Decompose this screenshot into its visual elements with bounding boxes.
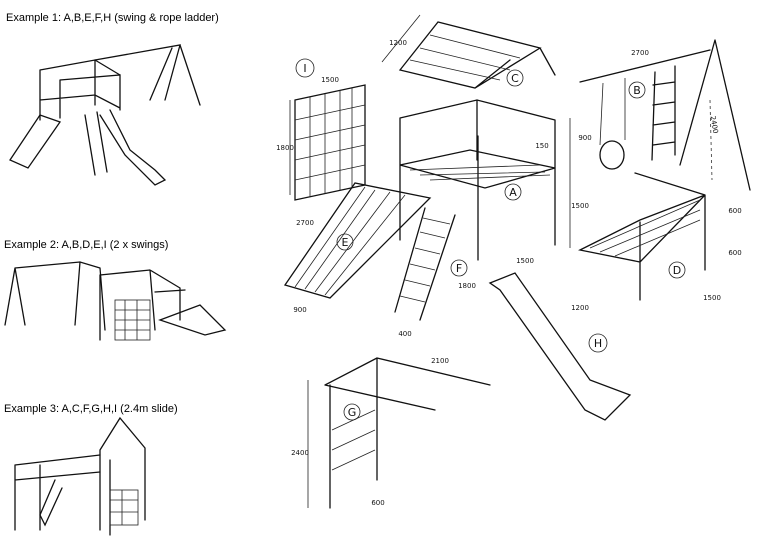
part-b-dim-width: 2700 (631, 49, 649, 57)
part-b-label: B (633, 84, 641, 97)
part-a-dim-rail: 900 (578, 134, 591, 142)
part-e-dim-width: 900 (293, 306, 306, 314)
example-3-caption: Example 3: A,C,F,G,H,I (2.4m slide) (4, 403, 178, 415)
part-b-swing-frame: B 2700 2400 (579, 39, 751, 191)
part-h-slide: H 1500 (488, 257, 632, 421)
part-a-dim-height: 1500 (571, 202, 589, 210)
example-2-sketch (4, 261, 227, 341)
part-g-label: G (348, 406, 357, 419)
part-g-frame: G 2100 2400 600 (291, 357, 491, 509)
part-i-label: I (303, 62, 306, 75)
part-h-dim: 1500 (516, 257, 534, 265)
part-e-dim-length: 2700 (296, 219, 314, 227)
part-f-ladder: F 1800 400 (394, 207, 476, 338)
part-c-dim: 1200 (389, 39, 407, 47)
part-h-label: H (594, 337, 602, 350)
example-2-caption: Example 2: A,B,D,E,I (2 x swings) (4, 239, 169, 251)
part-a-dim-depth: 150 (535, 142, 548, 150)
example-1-caption: Example 1: A,B,E,F,H (swing & rope ladde… (6, 12, 219, 24)
part-g-dim-length: 2100 (431, 357, 449, 365)
part-d-platform: D 600 600 1200 1500 (571, 172, 742, 312)
part-c-label: C (511, 72, 519, 85)
part-d-dim-height: 600 (728, 249, 741, 257)
part-i-dim-height: 1800 (276, 144, 294, 152)
part-d-dim-length: 1500 (703, 294, 721, 302)
part-g-dim-height: 2400 (291, 449, 309, 457)
part-a-platform: A 900 150 1500 (399, 99, 592, 261)
part-f-dim-height: 1800 (458, 282, 476, 290)
part-f-dim-width: 400 (398, 330, 411, 338)
part-i-dim-width: 1500 (321, 76, 339, 84)
part-a-label: A (509, 186, 517, 199)
part-d-dim-rail: 600 (728, 207, 741, 215)
example-1-sketch (9, 44, 201, 186)
part-b-dim-height: 2400 (708, 115, 719, 134)
part-i-net: I 1500 1800 (276, 58, 366, 201)
part-d-dim-width: 1200 (571, 304, 589, 312)
part-c-roof: C 1200 (381, 14, 556, 89)
part-e-label: E (342, 236, 349, 249)
example-3-sketch (14, 416, 146, 536)
part-g-dim-width: 600 (371, 499, 384, 507)
part-e-ramp: E 2700 900 (283, 182, 432, 314)
part-f-label: F (456, 262, 462, 275)
part-d-label: D (673, 264, 681, 277)
